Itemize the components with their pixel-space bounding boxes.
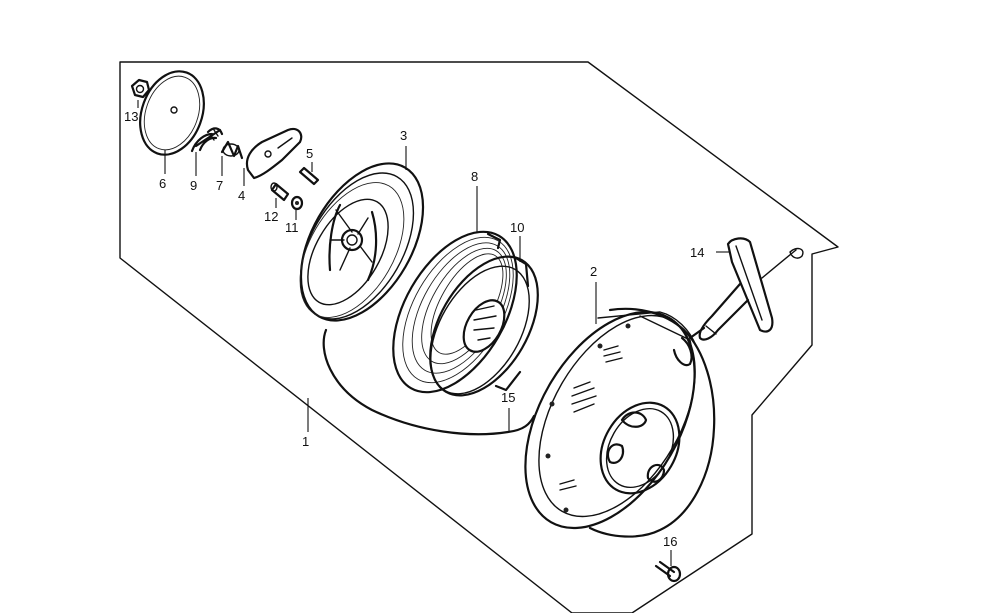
callout-14: 14 xyxy=(690,245,704,260)
callout-12: 12 xyxy=(264,209,278,224)
part-16-bolt xyxy=(654,560,682,583)
callout-2: 2 xyxy=(590,264,597,279)
callout-10: 10 xyxy=(510,220,524,235)
part-14-starter-grip xyxy=(688,237,804,341)
callout-7: 7 xyxy=(216,178,223,193)
callout-8: 8 xyxy=(471,169,478,184)
callout-15: 15 xyxy=(501,390,515,405)
callout-labels: 1 2 3 4 5 6 7 8 9 10 11 12 13 14 15 16 xyxy=(124,109,704,549)
part-11-washer xyxy=(290,195,304,211)
callout-13: 13 xyxy=(124,109,138,124)
callout-9: 9 xyxy=(190,178,197,193)
part-12-collar xyxy=(270,182,290,202)
leader-lines xyxy=(137,100,730,566)
assembly-frame xyxy=(119,61,839,613)
part-3-pulley xyxy=(299,162,425,322)
part-2-starter-case xyxy=(524,307,716,538)
callout-1: 1 xyxy=(302,434,309,449)
callout-6: 6 xyxy=(159,176,166,191)
part-10-spring-cover xyxy=(429,255,539,397)
callout-3: 3 xyxy=(400,128,407,143)
part-5-pin xyxy=(298,166,320,186)
part-6-friction-plate xyxy=(139,70,205,156)
part-4-ratchet xyxy=(245,127,303,180)
part-15-starter-rope xyxy=(322,328,536,436)
callout-5: 5 xyxy=(306,146,313,161)
part-9-friction-spring xyxy=(190,127,224,153)
callout-4: 4 xyxy=(238,188,245,203)
callout-16: 16 xyxy=(663,534,677,549)
part-7-spring xyxy=(220,140,244,160)
part-8-recoil-spring xyxy=(392,230,518,394)
callout-11: 11 xyxy=(285,220,299,235)
